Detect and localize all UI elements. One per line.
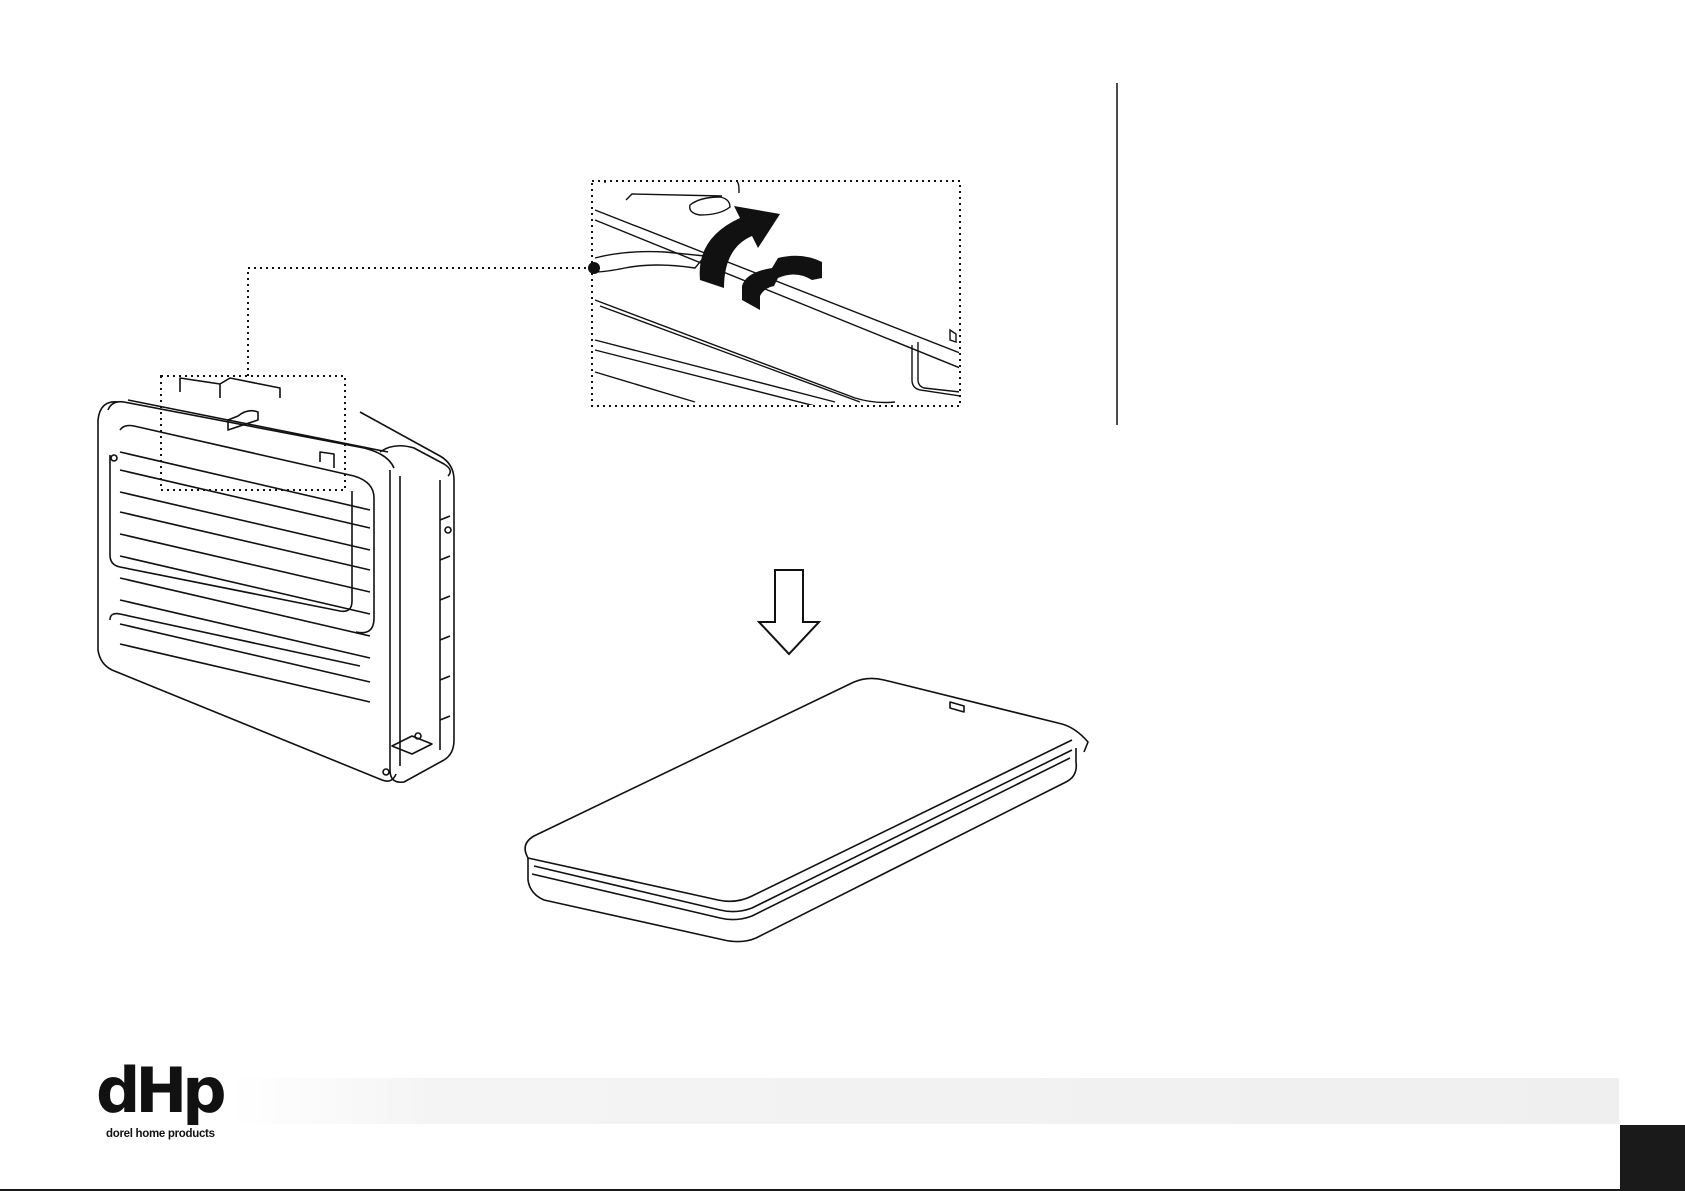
- logo-tagline: dorel home products: [106, 1128, 236, 1140]
- strap-release-detail: [592, 173, 965, 406]
- page-corner-block: [1620, 1125, 1685, 1191]
- folded-bed-frame-drawing: [98, 378, 454, 782]
- footer-band: [230, 1078, 1619, 1124]
- mattress-drawing: [525, 678, 1088, 941]
- frame-detail-highlight: [161, 376, 345, 490]
- down-arrow-icon: [759, 570, 819, 654]
- callout-connector: [248, 268, 594, 376]
- logo-mark: dHp: [96, 1060, 236, 1122]
- dhp-logo: dHp dorel home products: [96, 1060, 236, 1150]
